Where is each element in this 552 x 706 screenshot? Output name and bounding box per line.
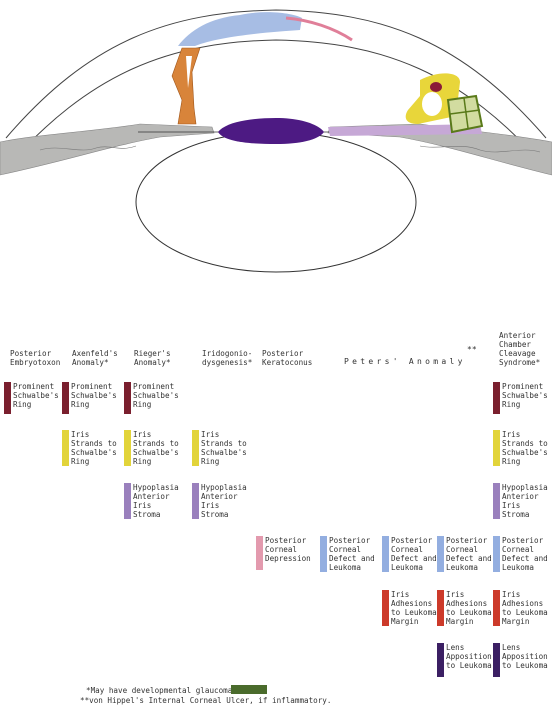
iris-strand-left [171,47,201,125]
cell-schwalbe-c8: Prominent Schwalbe's Ring [493,382,548,414]
header-anterior-chamber-cleavage: Anterior Chamber Cleavage Syndrome* [499,331,541,367]
cell-iris-strands-c8: Iris Strands to Schwalbe's Ring [493,430,548,466]
eye-anatomy-illustration [0,9,552,273]
corneal-leukoma [178,12,302,46]
trabecular-mesh [446,94,484,134]
cell-schwalbe-c3: Prominent Schwalbe's Ring [124,382,179,414]
cell-corneal-defect-c8: Posterior Corneal Defect and Leukoma [493,536,548,572]
cell-corneal-defect-c7: Posterior Corneal Defect and Leukoma [437,536,492,572]
cell-hypoplasia-c4: Hypoplasia Anterior Iris Stroma [192,483,247,519]
cell-schwalbe-c1: Prominent Schwalbe's Ring [4,382,59,414]
cornea-outer-arc [5,9,547,139]
lens [135,131,417,273]
cell-corneal-defect-c6a: Posterior Corneal Defect and Leukoma [320,536,375,572]
iris-left [0,123,215,176]
cell-hypoplasia-c8: Hypoplasia Anterior Iris Stroma [493,483,548,519]
strand-gap [422,92,442,116]
header-rieger: Rieger's Anomaly* [134,349,171,367]
cell-iris-strands-c3: Iris Strands to Schwalbe's Ring [124,430,179,466]
iris-strand-left-gap [186,56,192,88]
header-peters-star: ** [467,345,477,354]
header-posterior-keratoconus: Posterior Keratoconus [262,349,313,367]
cell-iris-strands-c4: Iris Strands to Schwalbe's Ring [192,430,247,466]
cell-adhesions-c8: Iris Adhesions to Leukoma Margin [493,590,548,626]
cornea-inner-arc [5,39,547,169]
cell-lens-c8: Lens Apposition to Leukoma [493,643,548,677]
cell-adhesions-c7: Iris Adhesions to Leukoma Margin [437,590,492,626]
footnote-ulcer: **von Hippel's Internal Corneal Ulcer, i… [80,696,332,705]
lens-apposition-blob [218,118,324,144]
posterior-depression-mark [285,16,353,42]
cell-hypoplasia-c3: Hypoplasia Anterior Iris Stroma [124,483,179,519]
header-posterior-embryotoxon: Posterior Embryotoxon [10,349,61,367]
header-iridogoniodysgenesis: Iridogonio- dysgenesis* [202,349,253,367]
cell-schwalbe-c2: Prominent Schwalbe's Ring [62,382,117,414]
cell-adhesions-c6b: Iris Adhesions to Leukoma Margin [382,590,437,626]
header-peters-anomaly: Peters' Anomaly [344,357,466,366]
cell-posterior-depression-c5: Posterior Corneal Depression [256,536,311,570]
header-axenfeld: Axenfeld's Anomaly* [72,349,118,367]
cell-iris-strands-c2: Iris Strands to Schwalbe's Ring [62,430,117,466]
footnote-glaucoma: *May have developmental glaucoma [86,686,233,695]
hypoplasia-band [328,124,482,136]
schwalbe-ring-mark [430,82,442,92]
cell-corneal-defect-c6b: Posterior Corneal Defect and Leukoma [382,536,437,572]
glaucoma-swatch [231,685,267,694]
cell-lens-c7: Lens Apposition to Leukoma [437,643,492,677]
